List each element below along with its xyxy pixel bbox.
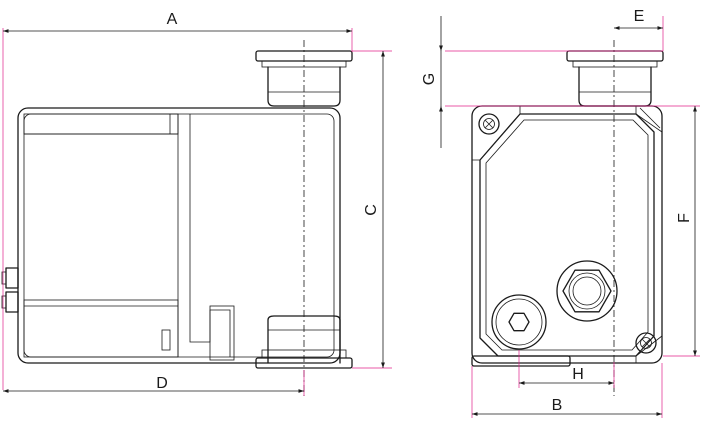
label-a: A <box>167 11 178 28</box>
extension-lines <box>2 16 700 418</box>
label-h: H <box>572 366 584 383</box>
side-top-band <box>23 113 179 135</box>
label-e: E <box>634 8 645 25</box>
bevel-top-right <box>639 107 661 129</box>
screw-bottom-right <box>635 332 657 354</box>
label-b: B <box>552 397 563 414</box>
side-bottom-band <box>23 299 179 358</box>
label-g: G <box>421 73 438 85</box>
front-housing-outline <box>471 105 663 364</box>
connector-lower <box>5 291 19 313</box>
front-mounting-base <box>471 355 571 367</box>
front-view <box>471 40 664 396</box>
front-top-port <box>566 50 664 107</box>
label-d: D <box>156 375 168 392</box>
hex-nut <box>556 260 618 322</box>
screw-top-left <box>478 113 500 135</box>
hex-socket-plug <box>491 294 547 350</box>
connector-upper <box>5 267 19 289</box>
label-f: F <box>676 213 693 223</box>
label-c: C <box>363 204 380 216</box>
front-panel <box>479 113 655 357</box>
dimension-labels: A C D E G F H B <box>156 8 693 414</box>
side-housing-outline <box>17 107 341 364</box>
side-latch <box>161 329 171 351</box>
side-view <box>1 40 353 396</box>
dimension-lines <box>3 16 697 416</box>
